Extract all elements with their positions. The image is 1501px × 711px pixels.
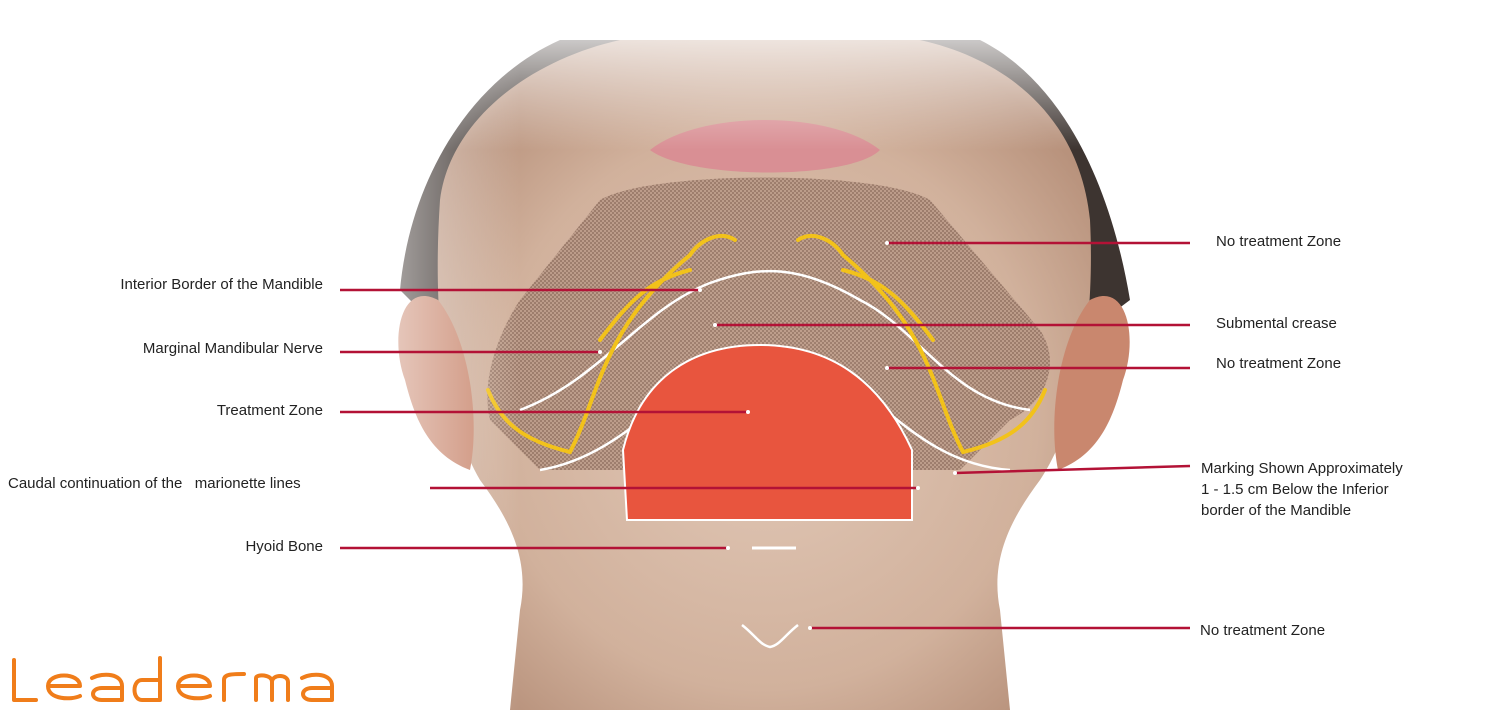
label-no-treatment-upper: No treatment Zone (1216, 233, 1341, 250)
label-treatment-zone: Treatment Zone (217, 402, 323, 419)
label-submental-crease: Submental crease (1216, 315, 1337, 332)
label-hyoid-bone: Hyoid Bone (245, 538, 323, 555)
logo-wordmark (10, 652, 350, 706)
label-marking-line-2: 1 - 1.5 cm Below the Inferior (1201, 479, 1491, 500)
label-marking-shown: Marking Shown Approximately 1 - 1.5 cm B… (1201, 458, 1491, 521)
label-no-treatment-middle: No treatment Zone (1216, 355, 1341, 372)
leaderma-logo (10, 652, 350, 711)
label-caudal-continuation: Caudal continuation of the marionette li… (8, 475, 301, 492)
label-interior-border: Interior Border of the Mandible (120, 276, 323, 293)
label-marginal-nerve: Marginal Mandibular Nerve (143, 340, 323, 357)
label-marking-line-1: Marking Shown Approximately (1201, 458, 1491, 479)
label-marking-line-3: border of the Mandible (1201, 500, 1491, 521)
label-no-treatment-lower: No treatment Zone (1200, 622, 1325, 639)
